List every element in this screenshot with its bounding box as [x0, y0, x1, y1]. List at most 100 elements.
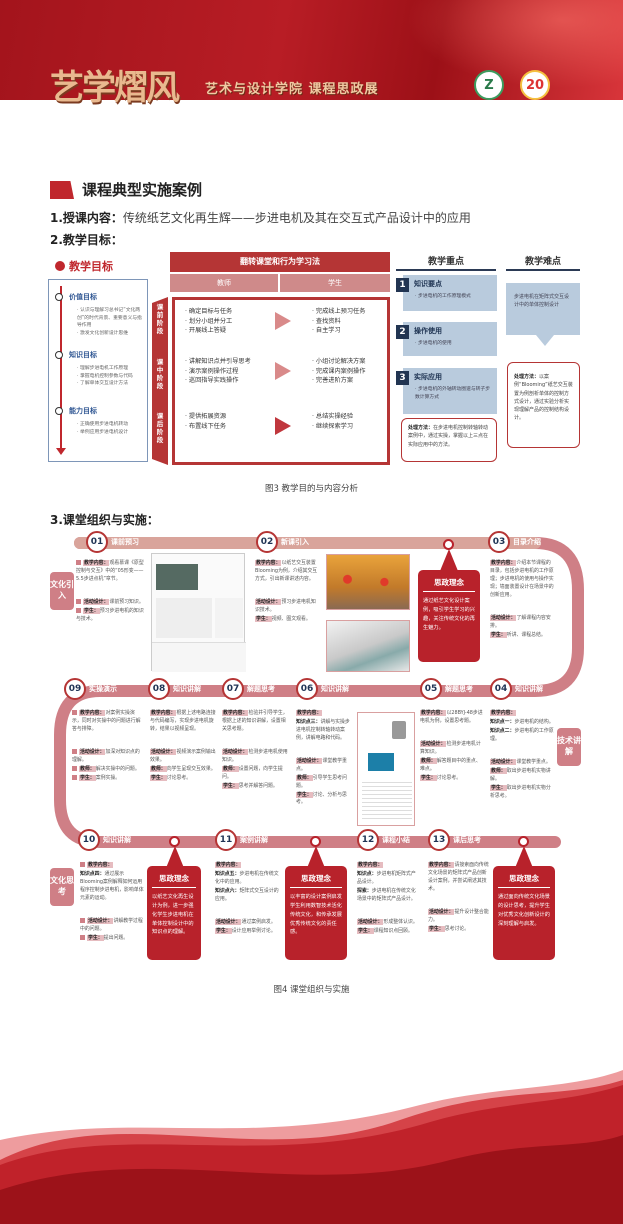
step-item-text: 步进电机的结构。 [514, 718, 554, 725]
step-item-label: 学生： [420, 774, 437, 781]
key-point-desc: · 步进电机的使用 [415, 341, 452, 346]
goal-group-label: 知识目标 [69, 351, 97, 359]
step-item-label: 活动设计： [150, 748, 177, 755]
goal-group-title: 知识目标 [55, 350, 97, 360]
circle-icon [55, 351, 63, 359]
step-item-text: 预习步进电机的知识与技术。 [76, 607, 144, 622]
ideology-title: 思政理念 [498, 873, 550, 888]
step-item-label: 活动设计： [490, 614, 517, 621]
step-item: 学生：讨论思考。 [150, 774, 216, 783]
step-number: 09 [64, 678, 86, 700]
step-title: 课程小结 [382, 836, 410, 844]
step-item: 知识点四：通过展示Blooming案例解释如何运用程序控制步进电机，影响单体元素… [80, 871, 146, 903]
item-icon [72, 774, 77, 780]
teacher-action: · 讲解知识点并引导思考 [185, 358, 251, 365]
step-item-label: 学生： [490, 784, 507, 791]
step-item-text: 引导学生思考问题。 [296, 774, 347, 789]
brand-title: 艺学熠风 [50, 68, 180, 108]
flip-classroom-title: 翻转课堂和行为学习法 [170, 252, 390, 272]
step-item-text: 检验并引导学生，根据上述的知识讲解，设置相关思考题。 [222, 710, 288, 732]
key-points-title: 教学重点 [396, 254, 496, 271]
step-item: 教师：向学生呈现交互效果。 [150, 765, 216, 774]
item-icon [72, 765, 77, 771]
item-icon [72, 748, 77, 754]
step-item-label: 教学内容： [222, 710, 249, 716]
step-item-text: 请接索面向传统文化场景的矩阵式产品创新设计案例，并尝试阐述其技术。 [428, 862, 489, 892]
installation-photo [326, 620, 410, 672]
ideology-box: 思政理念以丰富的设计案例启发学生利用数智技术活化传统文化，和传承发展优秀传统文化… [285, 866, 347, 960]
step-item: 活动设计：课堂教学重点。 [296, 757, 354, 774]
tag-tech-explain: 技术讲解 [557, 728, 581, 766]
step-item-label: 教师： [222, 765, 239, 772]
student-actions: · 总结实操经验· 继续探索学习 [312, 412, 353, 431]
student-action: · 自主学习 [312, 327, 341, 335]
step-item: 活动设计：课堂教学重点。 [490, 758, 554, 767]
step-title: 知识讲解 [515, 685, 543, 693]
anniversary-logo: 20 [520, 70, 550, 100]
student-actions: · 小组讨论解决方案· 完成课内案例操作· 完善进阶方案 [312, 357, 365, 386]
step-title: 实操演示 [89, 685, 117, 693]
step-item-label: 活动设计： [215, 918, 242, 925]
step-item-label: 学生： [255, 615, 272, 622]
step-number: 02 [256, 531, 278, 553]
step-item: 学生：思考并解答问题。 [222, 782, 288, 791]
step-content-12: 教学内容：知识点：步进电机矩阵式产品设计。探索：步进电机在传统文化场景中的矩阵式… [357, 862, 419, 937]
step-item-text: 解决实操中的问题。 [95, 765, 140, 772]
step-item-label: 教学内容： [428, 862, 455, 868]
arrow-down-icon [56, 448, 66, 455]
goal-group-title: 能力目标 [55, 406, 97, 416]
step-item-text: 取出步进电机实物分析思考。 [490, 784, 551, 799]
step-item-label: 知识点四： [80, 870, 105, 877]
step-number: 13 [428, 829, 450, 851]
key-point-desc: · 步进电机的工作原理模式 [415, 294, 471, 299]
step-item: 知识点六：矩阵式交互设计的应用。 [215, 888, 279, 904]
step-title: 案例讲解 [240, 836, 268, 844]
step-item-label: 学生： [490, 631, 507, 638]
step-item-label: 学生： [87, 934, 104, 941]
ideology-text: 通过面向传统文化场景的设计思考，提升学生对优秀文化创新设计的深刻理解与启发。 [498, 894, 550, 927]
step-title: 目录介绍 [513, 538, 541, 546]
spacer [222, 735, 288, 749]
goals-heading: 2.教学目标： [50, 233, 123, 247]
step-item-text: 听讲、课程总结。 [506, 631, 546, 638]
goals-title-text: 教学目标 [69, 260, 113, 273]
difficulty-desc: 步进电机在矩阵式交互设计中的单体控制设计 [506, 283, 580, 335]
step-item-text: 向学生呈现交互效果。 [166, 765, 216, 772]
step-item-text: 课程知识点回顾。 [373, 927, 413, 934]
step-item-label: 教师： [296, 774, 313, 781]
track-path [54, 537, 584, 848]
step-title: 解题思考 [445, 685, 473, 693]
step-item-text: 视频、图文观看。 [271, 615, 311, 622]
step-item: 教师：解答题目中的重点、难点。 [420, 757, 484, 774]
step-item: 教学内容：以28BYJ-48步进电机为例，设置思考题。 [420, 710, 484, 726]
step-item-text: 对案例实操演示，同时对实操中的问题进行解答与排障。 [72, 710, 141, 732]
step-item-label: 学生： [83, 607, 100, 614]
step-content-13: 教学内容：请接索面向传统文化场景的矩阵式产品创新设计案例，并尝试阐述其技术。活动… [428, 862, 490, 935]
spacer [72, 735, 142, 749]
pin-circle-icon [443, 539, 454, 550]
key-point-title: 实际应用 [414, 373, 442, 381]
arrow-right-icon [275, 417, 291, 435]
key-point-title: 知识要点 [414, 280, 442, 288]
stage-label: 课中阶段 [156, 358, 164, 391]
method-text: 以案例“Blooming”纸艺交互装置为例剖析单体的控制方式设计，通过实验分析实… [514, 374, 573, 422]
step-item: 教学内容： [215, 862, 279, 870]
stage-label: 课前阶段 [156, 303, 164, 336]
step-number: 04 [490, 678, 512, 700]
spacer [255, 585, 318, 599]
ideology-pin [307, 846, 325, 868]
motor-icon [392, 721, 406, 739]
teacher-action: · 确定目标与任务 [185, 308, 233, 315]
goal-group-title: 价值目标 [55, 292, 97, 302]
teacher-action: · 开展线上答疑 [185, 327, 227, 335]
spacer [357, 905, 419, 919]
step-item: 教师：取出步进电机实物讲解。 [490, 767, 554, 784]
step-item-text: 通过展示Blooming案例解释如何运用程序控制步进电机，影响单体元素的运动。 [80, 870, 144, 901]
step-number: 07 [222, 678, 244, 700]
step-item-text: 矩阵式交互设计的应用。 [215, 887, 279, 902]
